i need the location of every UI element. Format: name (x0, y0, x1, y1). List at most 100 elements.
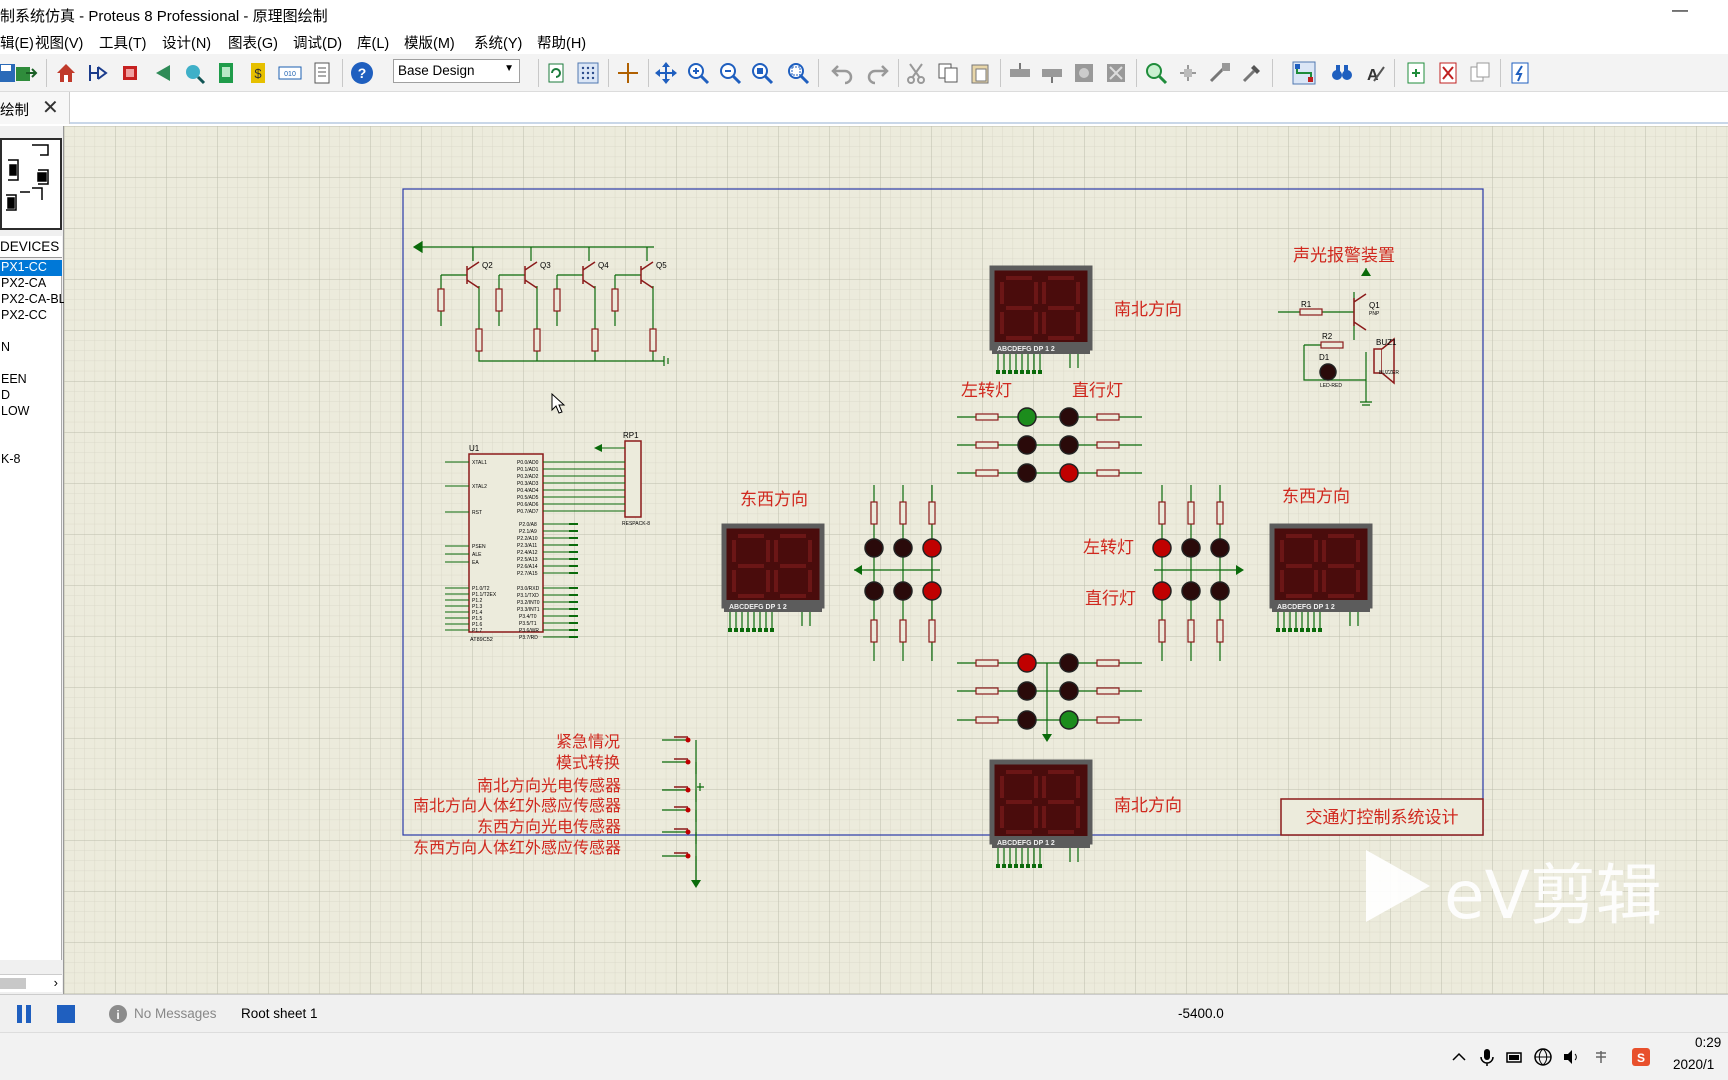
help-icon[interactable]: ? (350, 61, 374, 85)
resistor-pack-rp1[interactable]: RP1 RESPACK-8 (569, 431, 650, 527)
gerber-icon[interactable] (214, 61, 238, 85)
property-icon[interactable]: A (1362, 61, 1386, 85)
microphone-icon[interactable] (1477, 1047, 1497, 1067)
device-item-px2-ca-bl[interactable]: PX2-CA-BL (1, 292, 66, 306)
chevron-up-icon[interactable] (1449, 1047, 1469, 1067)
q3-label: Q3 (540, 261, 551, 270)
search-icon[interactable] (1330, 61, 1354, 85)
menu-library[interactable]: 库(L) (357, 36, 390, 52)
device-item[interactable]: K-8 (1, 452, 21, 466)
device-list[interactable]: PX1-CC PX2-CA PX2-CA-BL PX2-CC N EEN D L… (0, 260, 66, 960)
new-sheet-icon[interactable] (1404, 61, 1428, 85)
volume-icon[interactable] (1561, 1047, 1581, 1067)
south-light-cluster[interactable] (957, 653, 1142, 742)
copy-icon[interactable] (936, 61, 960, 85)
save-icon[interactable] (0, 61, 18, 85)
goto-sheet-icon[interactable] (1468, 61, 1492, 85)
east-light-cluster[interactable] (1152, 485, 1244, 661)
svg-text:P2.6/A14: P2.6/A14 (517, 564, 538, 570)
d1-part-label: LED-RED (1320, 383, 1342, 389)
undo-icon[interactable] (830, 61, 854, 85)
pick-icon[interactable] (1144, 61, 1168, 85)
origin-icon[interactable] (616, 61, 640, 85)
device-item[interactable]: D (1, 388, 11, 402)
zoom-3d-icon[interactable] (182, 61, 206, 85)
zoom-all-icon[interactable] (750, 61, 774, 85)
block-copy-icon[interactable] (1008, 61, 1032, 85)
menu-view[interactable]: 视图(V) (35, 36, 84, 52)
transistor-driver-block[interactable] (412, 240, 664, 362)
device-item-px2-ca[interactable]: PX2-CA (1, 276, 47, 290)
chevron-right-icon[interactable]: › (53, 975, 58, 990)
block-delete-icon[interactable] (1104, 61, 1128, 85)
delete-sheet-icon[interactable] (1436, 61, 1460, 85)
menu-system[interactable]: 系统(Y) (474, 36, 523, 52)
device-item[interactable]: LOW (1, 404, 30, 418)
notes-icon[interactable] (310, 61, 334, 85)
block-move-icon[interactable] (1040, 61, 1064, 85)
overview-window[interactable] (0, 138, 62, 230)
block-rotate-icon[interactable] (1072, 61, 1096, 85)
close-icon[interactable]: ✕ (42, 97, 59, 119)
menu-help[interactable]: 帮助(H) (537, 36, 587, 52)
make-device-icon[interactable] (1176, 61, 1200, 85)
zoom-in-icon[interactable] (686, 61, 710, 85)
battery-icon[interactable] (1505, 1047, 1525, 1067)
menu-template[interactable]: 模版(M) (404, 36, 455, 52)
import-icon[interactable] (14, 61, 38, 85)
north-light-cluster[interactable] (957, 407, 1142, 483)
schematic-icon[interactable] (86, 61, 110, 85)
device-item-px2-cc[interactable]: PX2-CC (1, 308, 47, 322)
design-select[interactable]: Base Design▼ (393, 59, 520, 83)
tab-schematic[interactable]: 绘制 ✕ (0, 92, 70, 124)
device-item[interactable] (0, 420, 62, 436)
horizontal-scrollbar[interactable]: › (0, 974, 62, 992)
erc-icon[interactable] (1508, 61, 1532, 85)
sogou-icon[interactable]: S (1631, 1047, 1651, 1067)
menu-design[interactable]: 设计(N) (162, 36, 212, 52)
device-item[interactable]: EEN (1, 372, 27, 386)
zoom-area-icon[interactable] (786, 61, 810, 85)
device-item[interactable] (0, 436, 62, 452)
redo-icon[interactable] (866, 61, 890, 85)
refresh-icon[interactable] (544, 61, 568, 85)
menu-debug[interactable]: 调试(D) (293, 36, 343, 52)
device-item[interactable] (0, 324, 62, 340)
packaging-icon[interactable] (1208, 61, 1232, 85)
wire-autorouter-icon[interactable] (1292, 61, 1316, 85)
bom-icon[interactable]: $ (246, 61, 270, 85)
label-ew-right: 东西方向 (1282, 487, 1350, 507)
svg-text:PSEN: PSEN (472, 544, 486, 550)
cut-icon[interactable] (904, 61, 928, 85)
menu-tools[interactable]: 工具(T) (99, 36, 147, 52)
svg-text:EA: EA (472, 560, 479, 566)
menu-graph[interactable]: 图表(G) (228, 36, 278, 52)
device-item-px1-cc[interactable]: PX1-CC (0, 260, 62, 276)
pause-icon[interactable] (14, 1004, 34, 1024)
switch-label-ns-photo: 南北方向光电传感器 (477, 776, 621, 795)
pan-icon[interactable] (654, 61, 678, 85)
grid-icon[interactable] (576, 61, 600, 85)
west-light-cluster[interactable] (854, 485, 942, 661)
vsm-icon[interactable]: 010 (278, 61, 302, 85)
network-globe-icon[interactable] (1533, 1047, 1553, 1067)
scrollbar-thumb[interactable] (0, 978, 26, 989)
device-item[interactable]: N (1, 340, 11, 354)
home-icon[interactable] (54, 61, 78, 85)
pcb-icon[interactable] (118, 61, 142, 85)
stop-icon[interactable] (56, 1004, 76, 1024)
device-item[interactable] (0, 356, 62, 372)
switch-block[interactable] (662, 736, 704, 888)
minimize-button[interactable]: — (1672, 2, 1688, 19)
alarm-circuit[interactable]: R1 R2 Q1 D1 BUZ1 PNP LED-RED BUZZER (1278, 268, 1399, 406)
menu-edit[interactable]: 辑(E) (0, 36, 34, 52)
back-icon[interactable] (150, 61, 174, 85)
ime-icon[interactable] (1591, 1047, 1611, 1067)
decompose-icon[interactable] (1240, 61, 1264, 85)
zoom-out-icon[interactable] (718, 61, 742, 85)
paste-icon[interactable] (968, 61, 992, 85)
status-messages[interactable]: No Messages (134, 1006, 217, 1021)
